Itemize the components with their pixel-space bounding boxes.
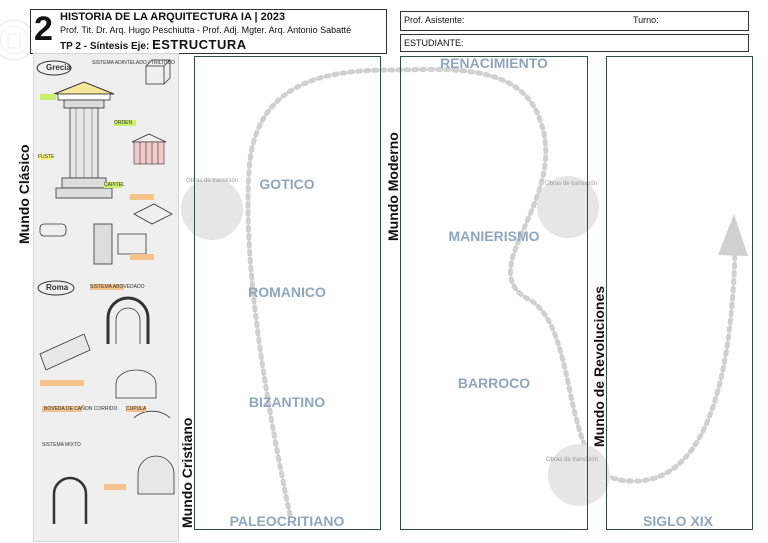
eje-value: ESTRUCTURA (152, 37, 247, 52)
transition-circle-3 (548, 444, 610, 506)
mundo-moderno-label: Mundo Moderno (385, 132, 401, 241)
course-title: HISTORIA DE LA ARQUITECTURA IA | 2023 (60, 11, 286, 23)
note-cupula: CUPULA (126, 406, 147, 412)
era-paleocristiano: PALEOCRITIANO (229, 513, 345, 529)
transition-circle-1 (181, 178, 243, 240)
tp-line: TP 2 - Síntesis Eje: ESTRUCTURA (60, 37, 247, 52)
classical-world-illustration: SISTEMA ADINTELADO / TRILITICO ORDEN FUS… (33, 53, 179, 542)
panel-mundo-cristiano[interactable] (194, 56, 381, 530)
transition-label-1: Obras de transición (185, 178, 239, 184)
roma-title: Roma (46, 283, 69, 292)
note-adintelado: SISTEMA ADINTELADO / TRILITICO (92, 60, 175, 66)
tp-label: TP 2 - Síntesis Eje: (60, 41, 150, 52)
panel-mundo-moderno[interactable] (400, 56, 588, 530)
header-box (30, 9, 387, 54)
note-mixto: SISTEMA MIXTO (42, 442, 81, 448)
transition-label-3: Obras de transición (545, 457, 599, 463)
tp-number: 2 (34, 10, 53, 48)
grecia-title: Grecia (46, 63, 71, 72)
transition-label-2: Obras de transición (544, 181, 598, 187)
note-capitel: CAPITEL (104, 182, 125, 188)
student-label: ESTUDIANTE: (404, 38, 464, 48)
note-canon: BOVEDA DE CAÑON CORRIDO (44, 406, 118, 412)
era-gotico: GOTICO (259, 176, 315, 192)
era-renacimiento: RENACIMIENTO (440, 55, 548, 71)
era-manierismo: MANIERISMO (448, 228, 540, 244)
mundo-cristiano-label: Mundo Cristiano (179, 417, 195, 528)
classical-sketch-icon (36, 59, 175, 524)
turno-label: Turno: (633, 15, 659, 25)
transition-circle-2 (537, 176, 599, 238)
mundo-revoluciones-label: Mundo de Revoluciones (591, 285, 607, 447)
assistant-label: Prof. Asistente: (404, 15, 465, 25)
era-barroco: BARROCO (457, 375, 531, 391)
professors: Prof. Tit. Dr. Arq. Hugo Peschiutta - Pr… (60, 25, 352, 35)
student-field[interactable]: ESTUDIANTE: (400, 34, 749, 52)
assistant-field[interactable]: Prof. Asistente: Turno: (400, 11, 749, 31)
era-romanico: ROMANICO (248, 284, 326, 300)
note-abovedado: SISTEMA ABOVEDADO (90, 284, 145, 290)
era-siglo-xix: SIGLO XIX (642, 513, 714, 529)
era-bizantino: BIZANTINO (248, 394, 326, 410)
note-fuste: FUSTE (38, 154, 55, 160)
note-orden: ORDEN (114, 120, 133, 126)
university-seal-icon (0, 19, 32, 61)
panel-mundo-revoluciones[interactable] (606, 56, 753, 530)
